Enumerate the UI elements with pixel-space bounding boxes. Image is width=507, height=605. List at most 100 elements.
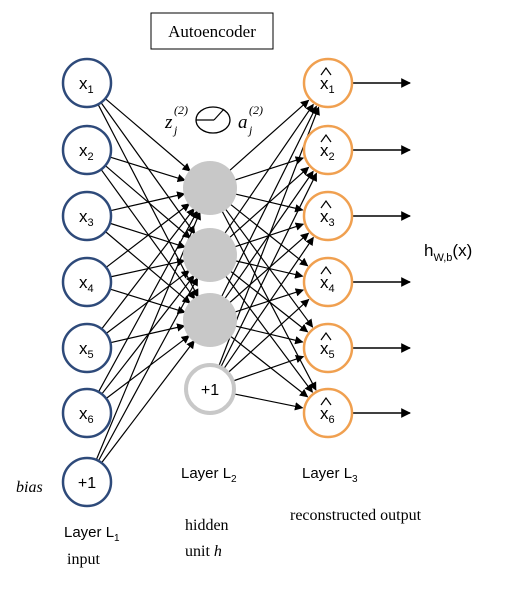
edge-hidden-2-to-output-1 [223, 103, 314, 236]
input-bias-node: +1 [61, 456, 113, 508]
output-node-label: x5 [320, 339, 335, 361]
output-function-label: hW,b(x) [424, 241, 472, 264]
output-node-3: x3 [302, 190, 354, 242]
edge-input-7-to-hidden-3 [101, 340, 195, 464]
input-node-4: x4 [61, 256, 113, 308]
z-subscript: j [172, 123, 178, 137]
bias-label: bias [16, 479, 43, 496]
hidden-bias-node: +1 [184, 363, 236, 415]
edge-input-1-to-hidden-2 [100, 102, 196, 235]
hat-icon [320, 396, 332, 406]
edge-input-7-to-hidden-1 [95, 211, 201, 461]
input-bias-label: +1 [78, 475, 96, 492]
edge-input-7-to-hidden-2 [97, 277, 199, 462]
title-box [150, 12, 274, 50]
edge-hidden-1-to-output-1 [227, 99, 310, 173]
edge-hidden-3-to-output-5 [233, 324, 304, 345]
layer-l1-caption: input [67, 551, 100, 568]
network-nodes: x1 x2 x3 x4 x5 x6 +1 +1 x1 x2 x3 x4 x5 x6 [61, 57, 354, 508]
edge-hidden-4-to-output-3 [223, 236, 314, 370]
hidden-unit-1 [183, 161, 237, 215]
edge-input-5-to-hidden-1 [101, 207, 195, 330]
input-node-2: x2 [61, 124, 113, 176]
layer-l1-label: Layer L1 input [64, 524, 120, 568]
edge-hidden-3-to-output-1 [220, 105, 317, 299]
edge-hidden-4-to-output-6 [233, 393, 304, 411]
input-node-circle [61, 387, 113, 439]
edge-input-3-to-hidden-3 [104, 231, 191, 304]
h-function-text: hW,b(x) [424, 241, 472, 264]
output-node-circle [302, 124, 354, 176]
edge-hidden-1-to-output-5 [223, 206, 314, 328]
edge-hidden-3-to-output-4 [232, 288, 305, 314]
diagram-title: Autoencoder [168, 22, 256, 41]
edge-input-2-to-hidden-3 [100, 169, 196, 300]
output-node-circle [302, 57, 354, 109]
output-node-circle [302, 322, 354, 374]
output-node-1: x1 [302, 57, 354, 109]
hidden-unit-2 [183, 228, 237, 282]
edge-hidden-1-to-output-4 [228, 202, 309, 267]
input-bias-circle [61, 456, 113, 508]
input-node-5: x5 [61, 322, 113, 374]
input-node-circle [61, 256, 113, 308]
output-node-label: x1 [320, 74, 335, 96]
layer-l3-caption: reconstructed output [290, 507, 422, 524]
edge-hidden-1-to-output-2 [232, 156, 305, 182]
activation-annotation: z (2) j a (2) j [164, 103, 263, 137]
a-symbol: a [238, 112, 248, 133]
edge-hidden-4-to-output-5 [232, 355, 305, 382]
layer-l3-label: Layer L3 reconstructed output [290, 465, 422, 524]
layer-l3-name: Layer L3 [302, 465, 358, 485]
activation-output-line [213, 108, 225, 121]
edge-hidden-3-to-output-3 [227, 232, 310, 305]
edge-input-2-to-hidden-1 [109, 156, 186, 183]
hidden-unit-3 [183, 293, 237, 347]
edge-input-3-to-hidden-1 [110, 191, 186, 212]
layer-l1-name: Layer L1 [64, 524, 120, 544]
input-node-label: x6 [79, 404, 94, 426]
edge-input-4-to-hidden-3 [109, 288, 186, 315]
input-node-1: x1 [61, 57, 113, 109]
edge-input-5-to-hidden-3 [110, 323, 186, 344]
layer-l2-name: Layer L2 [181, 465, 237, 485]
input-node-circle [61, 57, 113, 109]
layer-l2-caption-2: unit h [185, 543, 222, 560]
output-node-label: x6 [320, 404, 335, 426]
layer-l2-caption-1: hidden [185, 517, 229, 534]
edge-input-1-to-hidden-1 [104, 98, 191, 172]
output-node-label: x4 [320, 273, 335, 295]
input-node-3: x3 [61, 190, 113, 242]
input-node-circle [61, 190, 113, 242]
hat-icon [320, 331, 332, 341]
edge-hidden-1-to-output-3 [233, 192, 304, 213]
output-node-label: x2 [320, 141, 335, 163]
connection-edges [95, 78, 411, 464]
output-node-4: x4 [302, 256, 354, 308]
input-node-circle [61, 322, 113, 374]
edge-input-6-to-hidden-1 [97, 210, 199, 393]
output-node-5: x5 [302, 322, 354, 374]
z-superscript: (2) [174, 103, 188, 117]
hat-icon [320, 66, 332, 76]
input-node-6: x6 [61, 387, 113, 439]
input-node-label: x5 [79, 339, 94, 361]
input-node-circle [61, 124, 113, 176]
a-superscript: (2) [249, 103, 263, 117]
hat-icon [320, 265, 332, 275]
edge-hidden-4-to-output-4 [227, 298, 310, 374]
hat-icon [320, 199, 332, 209]
hidden-bias-circle [184, 363, 236, 415]
input-node-label: x1 [79, 74, 94, 96]
z-symbol: z [164, 112, 173, 133]
edge-input-4-to-hidden-1 [105, 203, 191, 268]
edge-hidden-3-to-output-6 [228, 334, 309, 398]
output-node-label: x3 [320, 207, 335, 229]
output-node-6: x6 [302, 387, 354, 439]
output-node-circle [302, 256, 354, 308]
input-node-label: x2 [79, 141, 94, 163]
layer-l2-label: Layer L2 hidden unit h [181, 465, 237, 560]
hidden-bias-label: +1 [201, 382, 219, 399]
